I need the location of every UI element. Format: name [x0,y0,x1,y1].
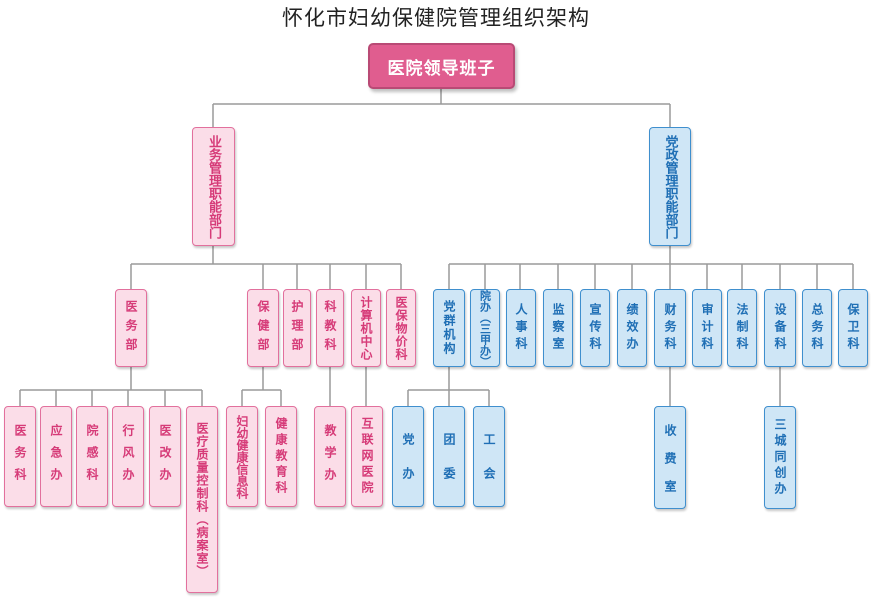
equipment-dept-box: 设备科 [764,289,796,367]
health-dept-box: 保健部 [247,289,279,367]
reform-office-box: 医改办 [149,406,181,507]
medical-child-label: 医务科 [13,423,27,490]
medical-affairs-box: 医务科 [4,406,36,507]
legal-dept-label: 法制科 [735,302,749,354]
health-education-box: 健康教育科 [265,406,297,507]
security-dept-box: 保卫科 [838,289,868,367]
party-groups-box: 党群机构 [433,289,465,367]
equipment-child-label: 三城同创办 [773,417,787,498]
youth-league-box: 团委 [433,406,465,507]
insurance-dept-label: 医保物价科 [394,295,408,361]
publicity-dept-label: 宣传科 [588,302,602,354]
medical-child-label: 医疗质量控制科（病案室） [195,421,209,578]
general-affairs-box: 总务科 [802,289,832,367]
computing-center-box: 计算机中心 [351,289,381,367]
health-child-label: 妇幼健康信息科 [235,414,249,499]
hospital-office-box: 院办（三甲办） [470,289,500,367]
security-dept-label: 保卫科 [846,302,860,354]
party-group-child-label: 团委 [442,432,456,501]
cashier-office-box: 收费室 [654,406,686,509]
audit-dept-label: 审计科 [700,302,714,354]
labor-union-box: 工会 [473,406,505,507]
finance-child-label: 收费室 [663,423,677,508]
hr-dept-label: 人事科 [514,302,528,354]
internet-hospital-box: 互联网医院 [351,406,383,507]
computing-center-label: 计算机中心 [359,295,373,361]
performance-office-label: 绩效办 [625,302,639,354]
root-label: 医院领导班子 [387,58,496,79]
education-dept-box: 科教科 [316,289,344,367]
legal-dept-box: 法制科 [727,289,757,367]
diagram-title: 怀化市妇幼保健院管理组织架构 [282,6,590,30]
supervision-office-label: 监察室 [551,302,565,354]
finance-dept-label: 财务科 [663,302,677,354]
business-dept-box: 业务管理职能部门 [192,127,235,246]
party-dept-box: 党政管理职能部门 [649,127,691,246]
general-affairs-label: 总务科 [810,302,824,354]
infection-control-box: 院感科 [76,406,108,507]
root-box: 医院领导班子 [368,43,515,89]
party-group-child-label: 工会 [482,432,496,501]
hr-dept-box: 人事科 [506,289,536,367]
medical-child-label: 行风办 [121,423,135,490]
publicity-dept-box: 宣传科 [580,289,610,367]
hospital-office-label: 院办（三甲办） [478,290,492,367]
quality-control-box: 医疗质量控制科（病案室） [186,406,218,593]
audit-dept-box: 审计科 [692,289,722,367]
medical-child-label: 应急办 [49,423,63,490]
computing-child-label: 互联网医院 [360,416,374,497]
nursing-dept-box: 护理部 [283,289,311,367]
equipment-dept-label: 设备科 [773,302,787,354]
medical-dept-label: 医务部 [124,299,138,357]
insurance-dept-box: 医保物价科 [386,289,416,367]
party-dept-label: 党政管理职能部门 [662,134,678,239]
teaching-office-box: 教学办 [314,406,346,507]
performance-office-box: 绩效办 [617,289,647,367]
medical-dept-box: 医务部 [115,289,147,367]
city-creation-office-box: 三城同创办 [764,406,796,509]
conduct-office-box: 行风办 [112,406,144,507]
medical-child-label: 院感科 [85,423,99,490]
emergency-office-box: 应急办 [40,406,72,507]
business-dept-label: 业务管理职能部门 [206,134,221,239]
education-child-label: 教学办 [323,423,337,490]
nursing-dept-label: 护理部 [290,299,304,357]
education-dept-label: 科教科 [323,299,337,357]
party-office-box: 党办 [392,406,424,507]
health-dept-label: 保健部 [256,299,270,357]
finance-dept-box: 财务科 [654,289,686,367]
health-child-label: 健康教育科 [274,416,288,497]
medical-child-label: 医改办 [158,423,172,490]
health-info-box: 妇幼健康信息科 [226,406,258,507]
party-group-child-label: 党办 [401,432,415,501]
supervision-office-box: 监察室 [543,289,573,367]
party-groups-label: 党群机构 [442,300,456,356]
